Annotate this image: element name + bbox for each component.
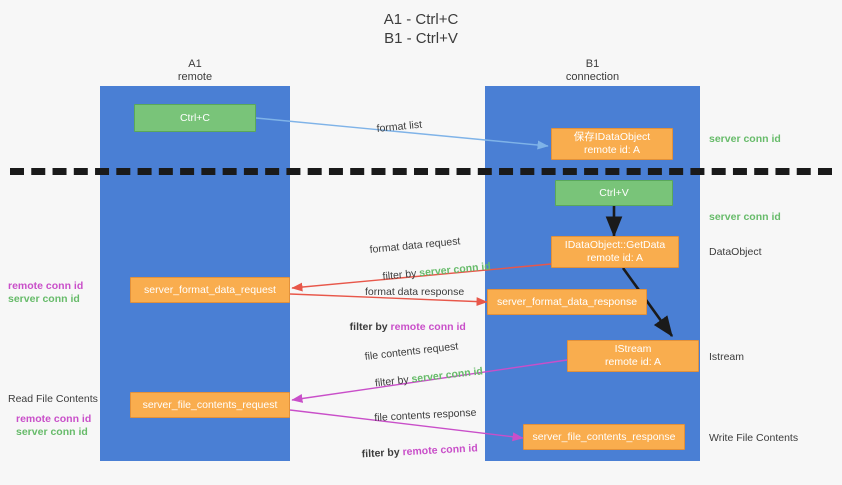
- annotation-server-conn-id-mid: server conn id: [709, 211, 781, 223]
- diagram-title: A1 - Ctrl+C B1 - Ctrl+V: [383, 11, 459, 47]
- node-ctrl-c[interactable]: Ctrl+C: [134, 104, 256, 132]
- node-idataobject[interactable]: 保存IDataObject remote id: A: [551, 128, 673, 160]
- filter-value-server-conn-id-2: server conn id: [410, 365, 484, 386]
- annotation-dataobject: DataObject: [709, 246, 762, 258]
- annotation-read-file-contents: Read File Contents: [8, 393, 98, 405]
- edge-label-format-list: format list: [376, 118, 423, 135]
- annotation-server-conn-id-2: server conn id: [16, 426, 88, 438]
- phase-divider: [10, 168, 832, 175]
- node-idataobject-getdata[interactable]: IDataObject::GetData remote id: A: [551, 236, 679, 268]
- filter-prefix-3: filter by: [374, 373, 413, 390]
- filter-prefix-2: filter by: [349, 321, 391, 333]
- filter-label-file-contents-response: filter by remote conn id: [349, 427, 479, 476]
- filter-value-remote-conn-id-1: remote conn id: [390, 321, 466, 333]
- edge-label-file-contents-response: file contents response: [374, 406, 477, 424]
- edge-label-format-data-response: format data response: [365, 286, 465, 298]
- node-server-format-data-response[interactable]: server_format_data_response: [487, 289, 647, 315]
- filter-prefix-4: filter by: [361, 446, 403, 461]
- node-server-format-data-request[interactable]: server_format_data_request: [130, 277, 290, 303]
- annotation-write-file-contents: Write File Contents: [709, 432, 799, 444]
- annotation-server-conn-id-top: server conn id: [709, 133, 781, 145]
- annotation-remote-conn-id-1: remote conn id: [8, 280, 84, 292]
- annotation-remote-conn-id-2: remote conn id: [16, 413, 92, 425]
- annotation-server-conn-id-1: server conn id: [8, 293, 80, 305]
- node-ctrl-v[interactable]: Ctrl+V: [555, 180, 673, 206]
- lane-header-b1: B1 connection: [565, 58, 620, 83]
- filter-label-format-data-response: filter by remote conn id: [338, 306, 466, 348]
- node-istream[interactable]: IStream remote id: A: [567, 340, 699, 372]
- filter-value-remote-conn-id-2: remote conn id: [402, 442, 479, 459]
- node-server-file-contents-request[interactable]: server_file_contents_request: [130, 392, 290, 418]
- filter-prefix-1: filter by: [382, 267, 420, 283]
- lane-header-a1: A1 remote: [177, 58, 213, 83]
- filter-value-server-conn-id-1: server conn id: [418, 260, 492, 280]
- annotation-istream: Istream: [709, 351, 745, 363]
- node-server-file-contents-response[interactable]: server_file_contents_response: [523, 424, 685, 450]
